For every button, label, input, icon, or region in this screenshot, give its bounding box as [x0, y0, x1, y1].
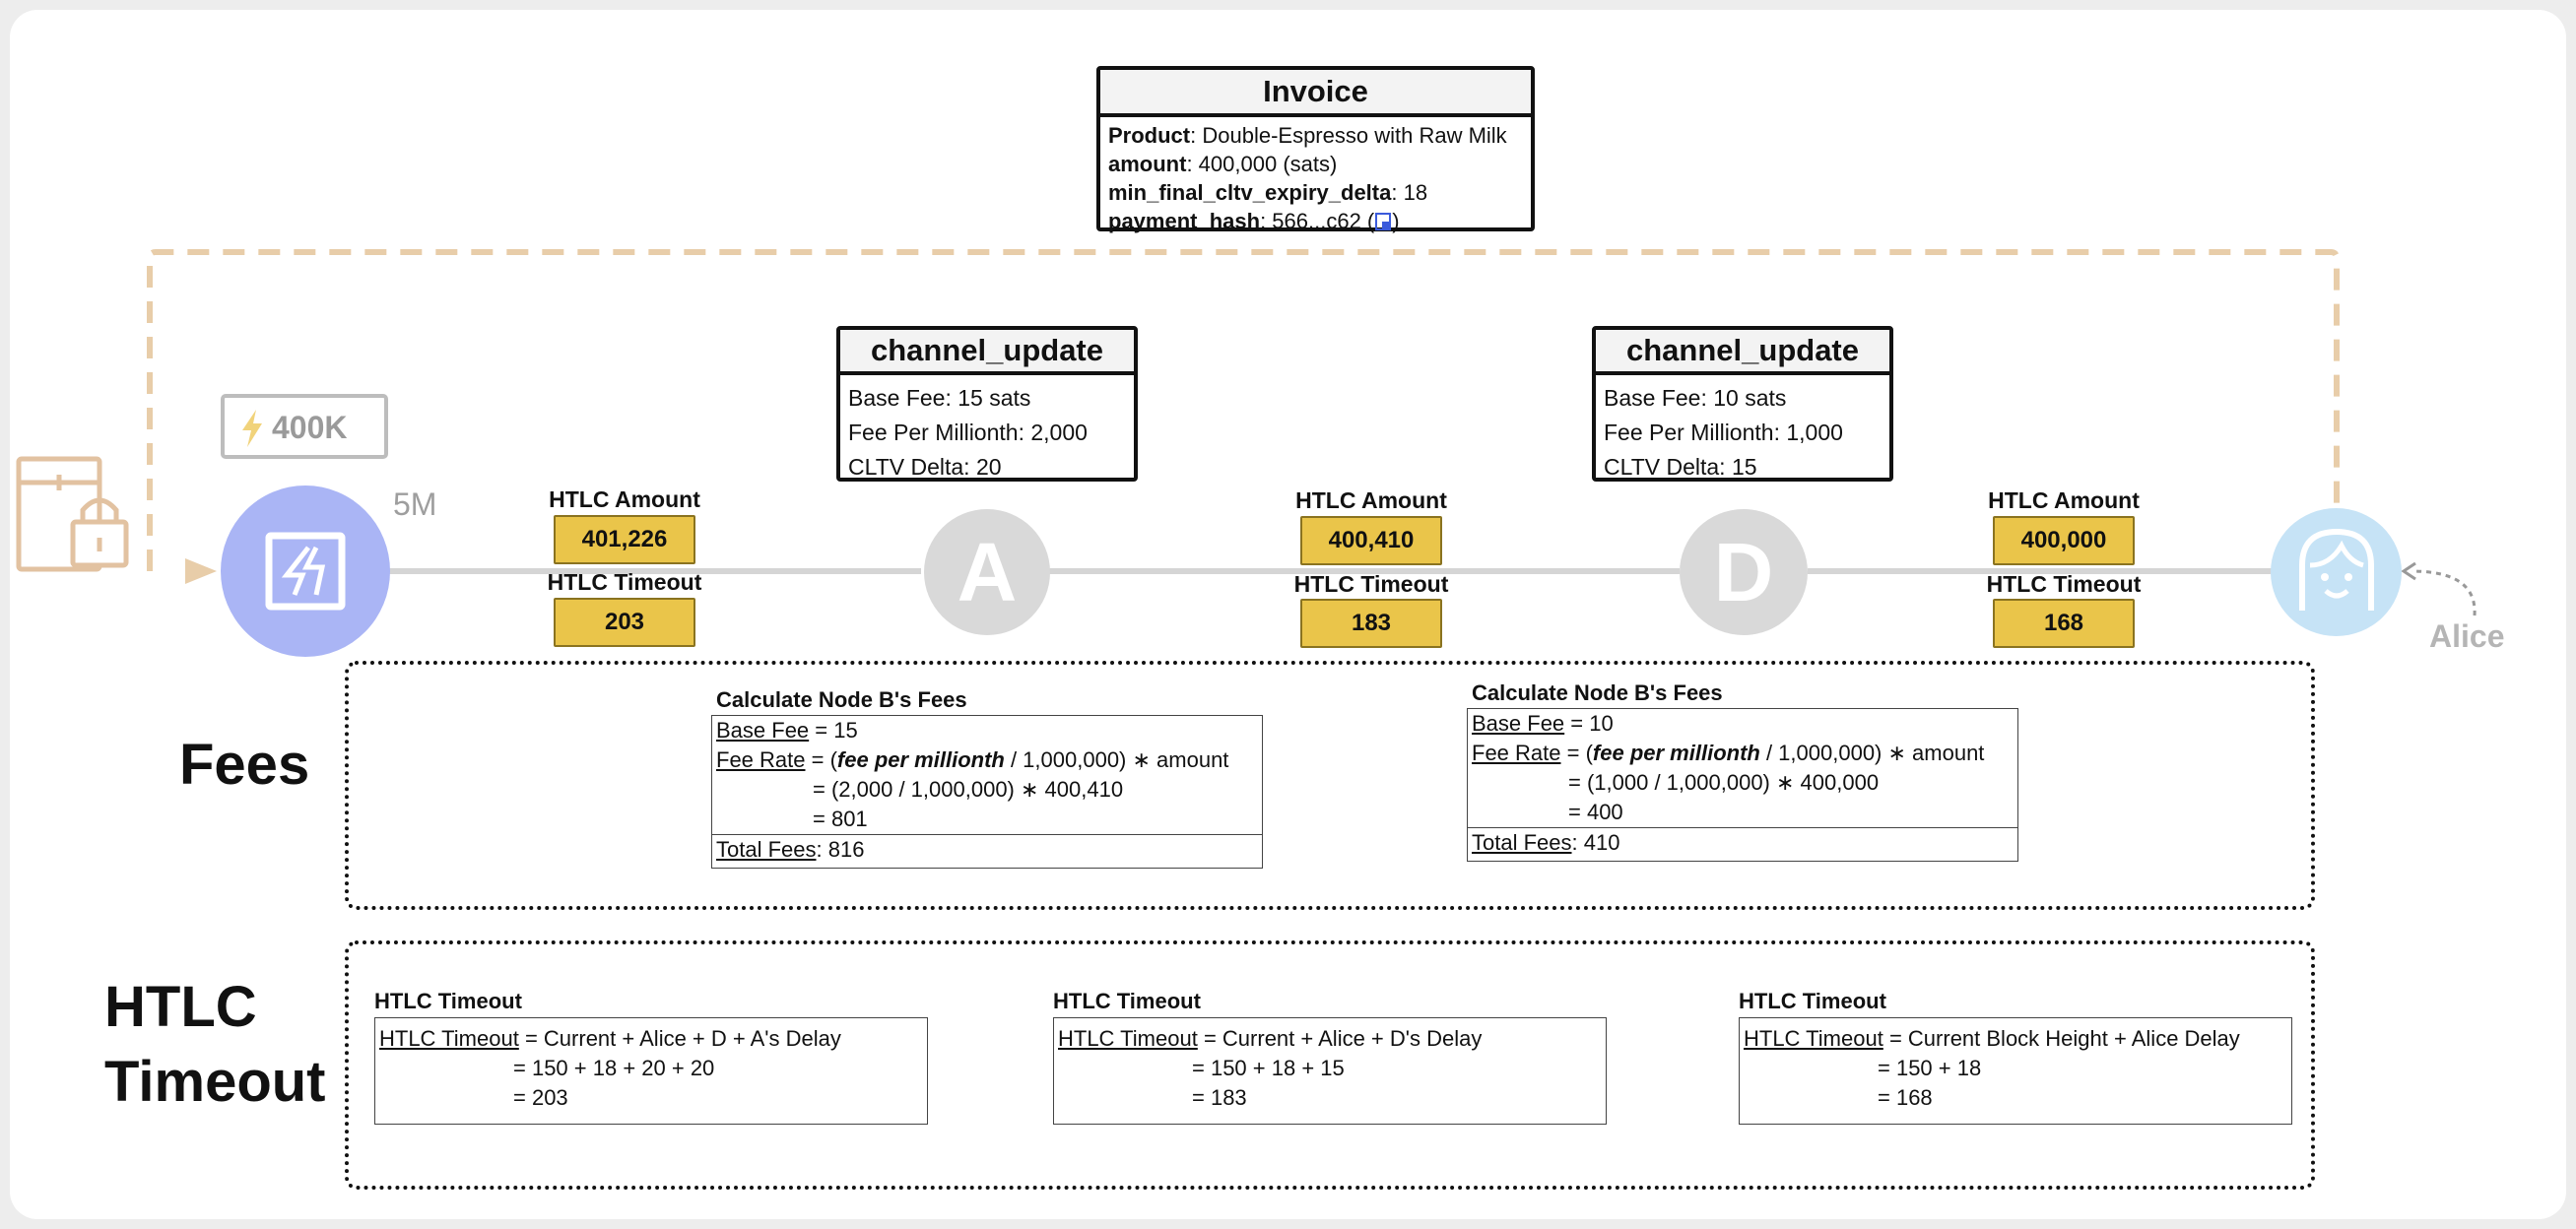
fee-calc-node-a: Base Fee = 15 Fee Rate = (fee per millio…: [711, 715, 1263, 869]
timeout-calc-title: HTLC Timeout: [1739, 989, 1886, 1013]
htlc-timeout-label: HTLC Timeout: [1293, 571, 1449, 597]
timeout-calc-node-a: HTLC Timeout = Current + Alice + D + A's…: [374, 1017, 928, 1125]
base-fee: Base Fee: 15 sats: [848, 385, 1031, 411]
wallet-icon: [265, 532, 346, 611]
invoice-box: Invoice Product: Double-Espresso with Ra…: [1096, 66, 1535, 233]
htlc-amount-value: 401,226: [554, 515, 695, 564]
cltv-delta: CLTV Delta: 20: [848, 454, 1002, 480]
arrow-to-sender: [185, 558, 217, 584]
htlc-timeout-value: 203: [554, 598, 695, 647]
invoice-product: Product: Double-Espresso with Raw Milk: [1108, 123, 1507, 148]
htlc-timeout-heading: HTLC Timeout: [104, 975, 326, 1114]
htlc-timeout-section: [345, 940, 2315, 1190]
fee-calc-title: Calculate Node B's Fees: [716, 687, 967, 712]
htlc-amount-label: HTLC Amount: [1988, 487, 2140, 513]
locked-invoice-icon: [16, 456, 129, 572]
htlc-amount-value: 400,000: [1993, 516, 2135, 565]
fee-per-millionth: Fee Per Millionth: 2,000: [848, 420, 1088, 445]
htlc-amount-label: HTLC Amount: [1295, 487, 1447, 513]
htlc-amount-value: 400,410: [1300, 516, 1442, 565]
node-d: D: [1680, 509, 1808, 635]
htlc-timeout-label: HTLC Timeout: [1986, 571, 2142, 597]
alice-avatar-icon: [2299, 528, 2374, 611]
alice-label: Alice: [2429, 618, 2505, 654]
fees-section: [345, 661, 2315, 910]
sender-node: [221, 485, 390, 657]
invoice-payment-hash: payment_hash: 566...c62 (): [1108, 209, 1400, 233]
channel-update-title: channel_update: [840, 330, 1134, 375]
alice-node: [2271, 508, 2402, 636]
timeout-calc-title: HTLC Timeout: [374, 989, 522, 1013]
channel-capacity: 5M: [393, 486, 437, 522]
alice-pointer-arrow: [2411, 569, 2477, 616]
cltv-delta: CLTV Delta: 15: [1604, 454, 1757, 480]
channel-update-a: channel_update Base Fee: 15 sats Fee Per…: [836, 326, 1138, 482]
base-fee: Base Fee: 10 sats: [1604, 385, 1787, 411]
channel-update-title: channel_update: [1596, 330, 1889, 375]
invoice-cltv-delta: min_final_cltv_expiry_delta: 18: [1108, 180, 1428, 205]
fee-calc-node-d: Base Fee = 10 Fee Rate = (fee per millio…: [1467, 708, 2018, 862]
timeout-calc-alice: HTLC Timeout = Current Block Height + Al…: [1739, 1017, 2292, 1125]
node-a: A: [924, 509, 1050, 635]
timeout-calc-node-d: HTLC Timeout = Current + Alice + D's Del…: [1053, 1017, 1607, 1125]
invoice-amount: amount: 400,000 (sats): [1108, 152, 1338, 176]
htlc-amount-label: HTLC Amount: [549, 486, 700, 512]
htlc-timeout-label: HTLC Timeout: [547, 569, 702, 595]
fee-per-millionth: Fee Per Millionth: 1,000: [1604, 420, 1843, 445]
balance-badge: 400K: [221, 394, 388, 459]
channel-update-d: channel_update Base Fee: 10 sats Fee Per…: [1592, 326, 1893, 482]
invoice-title: Invoice: [1100, 70, 1531, 117]
hash-preimage-icon: [1375, 213, 1392, 230]
fees-heading: Fees: [179, 733, 310, 797]
lightning-icon: [242, 410, 262, 447]
htlc-timeout-value: 168: [1993, 599, 2135, 648]
timeout-calc-title: HTLC Timeout: [1053, 989, 1201, 1013]
htlc-timeout-value: 183: [1300, 599, 1442, 648]
fee-calc-title: Calculate Node B's Fees: [1472, 680, 1723, 705]
